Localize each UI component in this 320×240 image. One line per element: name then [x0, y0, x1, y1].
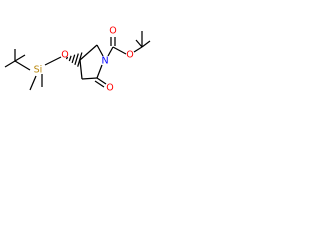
oxygen-label-ester: O — [126, 50, 133, 61]
molecule-structure: O Si N O O O — [4, 26, 151, 94]
bond-tbu-methyl-left — [4, 60, 16, 68]
bond-lactam-co-1 — [96, 77, 107, 85]
bond-n-boc-c — [107, 46, 114, 57]
bond-c5-c4 — [79, 59, 83, 80]
oxygen-label-silyl-ether: O — [61, 50, 68, 61]
structure-canvas: O Si N O O O — [0, 0, 152, 152]
oxygen-label-boc-carbonyl: O — [109, 26, 116, 37]
oxygen-label-lactam: O — [106, 83, 113, 94]
bond-tbu-methyl-right — [14, 54, 26, 62]
nitrogen-label: N — [101, 56, 108, 67]
bond-boc-tbu-methyl-right — [141, 40, 151, 48]
bonds — [4, 31, 151, 91]
silicon-label: Si — [34, 65, 43, 76]
bond-boc-tbu-methyl-left — [135, 39, 143, 48]
bond-c3-n — [96, 44, 104, 57]
bond-si-methyl-1 — [29, 75, 37, 91]
bond-tbu-c-to-si — [14, 60, 31, 71]
bond-boc-c-o — [112, 46, 127, 55]
bond-lactam-co-2 — [94, 80, 105, 88]
bond-n-c2 — [96, 64, 103, 79]
bond-si-o — [44, 56, 62, 66]
bond-c4-c3 — [79, 44, 98, 61]
atom-labels: O Si N O O O — [34, 26, 134, 94]
hashed-stereo-bond — [65, 52, 83, 67]
bond-c2-c5 — [81, 77, 98, 80]
bond-o-tbu-c — [133, 46, 143, 53]
